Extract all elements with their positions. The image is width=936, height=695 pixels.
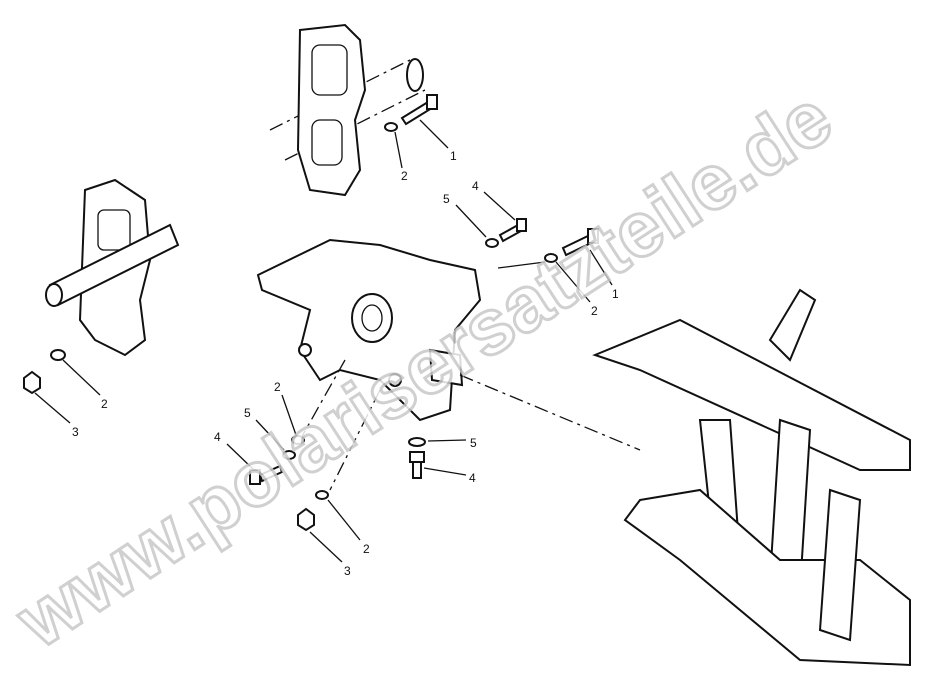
callout-4: 4	[214, 430, 221, 444]
callout-1: 1	[612, 287, 619, 301]
callout-2: 2	[401, 169, 408, 183]
callout-5: 5	[244, 406, 251, 420]
callout-4: 4	[472, 179, 479, 193]
leader-lines	[34, 119, 613, 563]
callout-2: 2	[101, 397, 108, 411]
left-mount-bracket	[45, 178, 180, 357]
upper-mount-bracket	[269, 23, 426, 197]
callout-2: 2	[591, 304, 598, 318]
callout-4: 4	[469, 471, 476, 485]
vehicle-frame	[592, 288, 911, 667]
callout-2: 2	[363, 542, 370, 556]
gearcase-assembly	[256, 238, 641, 491]
callout-2: 2	[274, 380, 281, 394]
callouts: 1 2 4 5 1 2 2 3 2 5 4 5 4 2 3	[72, 149, 619, 578]
callout-1: 1	[450, 149, 457, 163]
callout-5: 5	[470, 436, 477, 450]
callout-5: 5	[443, 192, 450, 206]
callout-3: 3	[72, 425, 79, 439]
callout-3: 3	[344, 564, 351, 578]
hardware	[23, 94, 599, 532]
